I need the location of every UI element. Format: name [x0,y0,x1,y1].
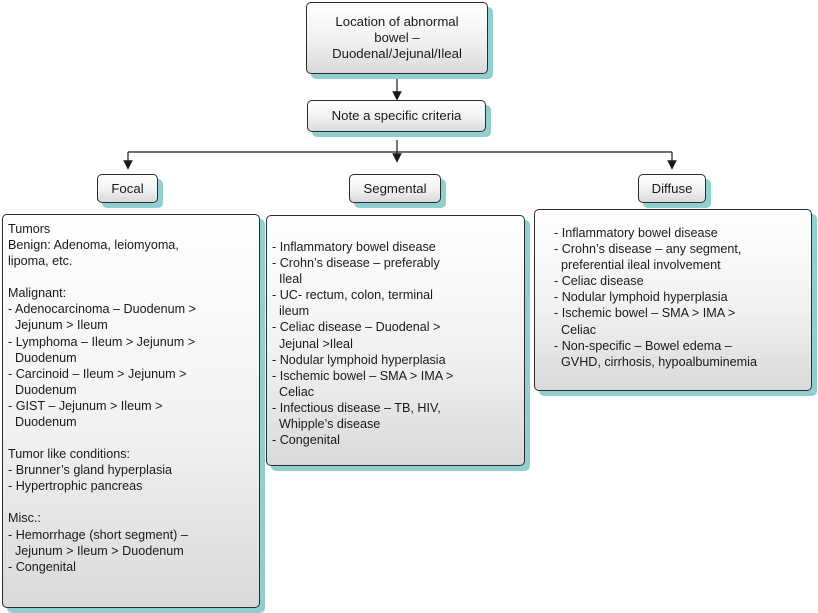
segmental-item: - Infectious disease – TB, HIV, [272,400,441,415]
segmental-item: Celiac [272,384,314,399]
focal-item: Tumors [8,222,51,236]
focal-item: Duodenum [8,415,77,430]
segmental-item: - Ischemic bowel – SMA > IMA > [272,368,454,383]
segmental-item: - Nodular lymphoid hyperplasia [272,352,446,367]
focal-label: Focal [111,180,144,196]
location-line-3: Duodenal/Jejunal/Ileal [332,46,462,61]
focal-item: Duodenum [8,382,77,397]
segmental-item: Ileal [272,272,303,287]
focal-item: - Carcinoid – Ileum > Jejunum > [8,366,187,381]
diffuse-item: - Nodular lymphoid hyperplasia [554,290,728,305]
diffuse-item: preferential ileal involvement [554,258,721,273]
focal-item: Jejunum > Ileum > Duodenum [8,543,184,558]
diffuse-item: - Celiac disease [554,274,644,289]
focal-item: Jejunum > Ileum [8,318,108,333]
focal-item: Duodenum [8,350,77,365]
criteria-label: Note a specific criteria [331,108,462,123]
focal-item: - GIST – Jejunum > Ileum > [8,398,163,413]
segmental-item: ileum [272,304,310,319]
location-line-1: Location of abnormal [335,14,459,29]
focal-item: Tumor like conditions: [8,447,131,462]
diffuse-item: - Non-specific – Bowel edema – [554,338,732,353]
diffuse-item: Celiac [554,322,596,337]
diffuse-item: - Ischemic bowel – SMA > IMA > [554,306,736,321]
focal-category-box: Focal [97,174,158,203]
diffuse-list-box: - Inflammatory bowel disease - Crohn’s d… [534,209,812,391]
focal-item: Malignant: [8,286,67,301]
focal-item: - Hypertrophic pancreas [8,479,143,494]
diffuse-label: Diffuse [651,180,693,196]
focal-item: - Brunner’s gland hyperplasia [8,463,173,478]
segmental-item: - Crohn’s disease – preferably [272,256,440,271]
segmental-item: Whipple’s disease [272,417,381,432]
diffuse-item: GVHD, cirrhosis, hypoalbuminemia [554,354,757,369]
focal-item: - Adenocarcinoma – Duodenum > [8,302,196,317]
segmental-item: - Celiac disease – Duodenal > [272,320,441,335]
diffuse-item: - Inflammatory bowel disease [554,226,718,240]
criteria-box: Note a specific criteria [307,100,486,132]
segmental-item: - Inflammatory bowel disease [272,240,436,254]
segmental-item: - Congenital [272,433,340,448]
diffuse-category-box: Diffuse [638,174,706,203]
focal-spacer [8,430,259,446]
focal-item: Misc.: [8,511,41,526]
location-box: Location of abnormal bowel – Duodenal/Je… [306,2,488,74]
focal-list-box: Tumors Benign: Adenoma, leiomyoma, lipom… [2,214,260,608]
diffuse-item: - Crohn’s disease – any segment, [554,242,742,257]
location-line-2: bowel – [374,30,420,45]
focal-item: - Lymphoma – Ileum > Jejunum > [8,334,196,349]
segmental-category-box: Segmental [349,174,441,203]
focal-item: - Congenital [8,559,76,574]
segmental-item: Jejunal >Ileal [272,336,353,351]
focal-spacer [8,269,259,285]
focal-item: - Hemorrhage (short segment) – [8,527,188,542]
segmental-label: Segmental [363,180,427,196]
segmental-item: - UC- rectum, colon, terminal [272,288,433,303]
segmental-list-box: - Inflammatory bowel disease - Crohn’s d… [266,215,525,466]
focal-item: Benign: Adenoma, leiomyoma, [8,238,179,253]
focal-item: lipoma, etc. [8,254,73,269]
focal-spacer [8,494,259,510]
